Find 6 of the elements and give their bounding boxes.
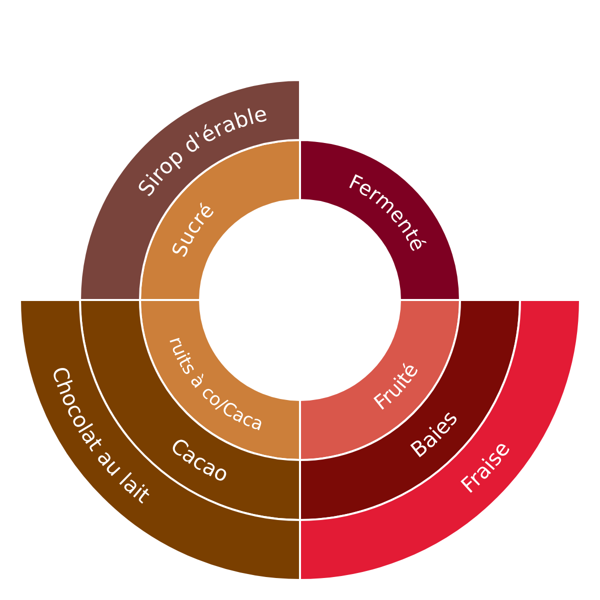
ring-segment xyxy=(299,299,461,461)
ring-segment xyxy=(299,299,521,521)
ring-segment xyxy=(19,299,301,581)
ring-segment xyxy=(299,299,581,581)
ring-segment xyxy=(299,139,461,301)
ring-segment xyxy=(79,79,301,301)
